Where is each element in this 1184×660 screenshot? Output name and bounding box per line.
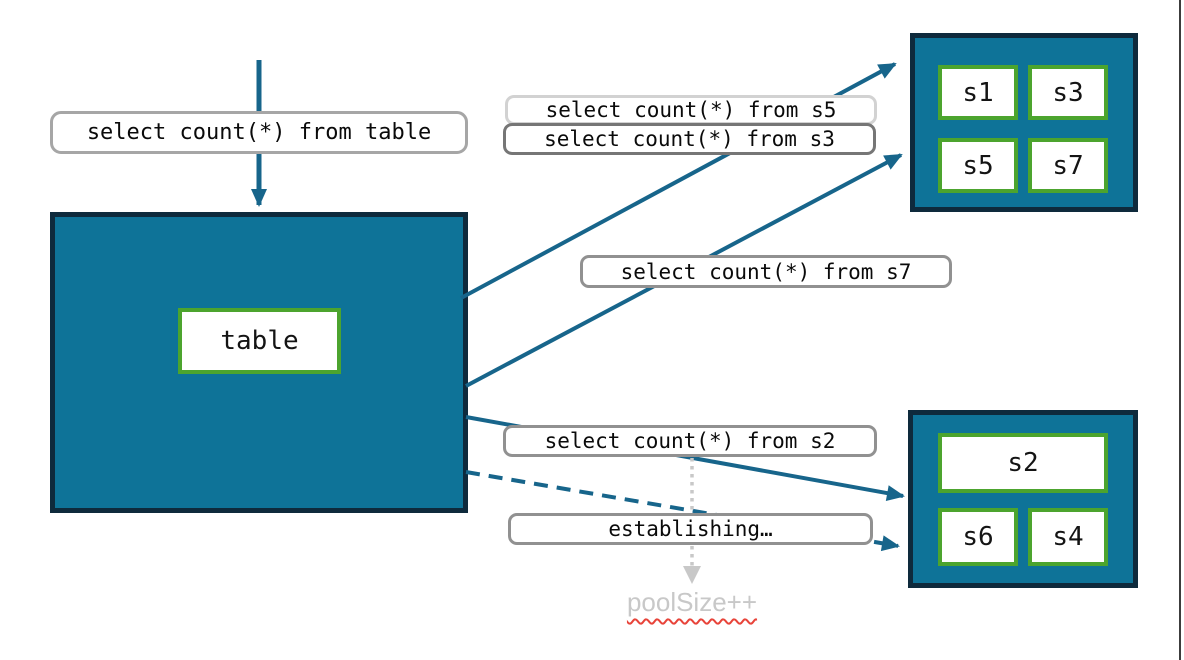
shard-s7: s7 xyxy=(1028,138,1108,193)
query-label-s7-text: select count(*) from s7 xyxy=(620,259,912,284)
table-node-label-box: table xyxy=(178,308,341,374)
poolsize-arrowhead xyxy=(683,566,701,584)
query-label-s2: select count(*) from s2 xyxy=(503,425,877,457)
query-label-table-text: select count(*) from table xyxy=(86,120,432,145)
shard-group-bottom: s2 s6 s4 xyxy=(908,410,1138,588)
query-label-s2-text: select count(*) from s2 xyxy=(544,429,836,453)
query-label-s3: select count(*) from s3 xyxy=(503,123,876,155)
shard-s6-label: s6 xyxy=(962,522,994,552)
shard-group-top: s1 s3 s5 s7 xyxy=(910,33,1138,212)
query-label-s5: select count(*) from s5 xyxy=(505,95,877,125)
shard-s5-label: s5 xyxy=(962,150,994,181)
establishing-label-text: establishing… xyxy=(608,517,773,541)
query-label-s7: select count(*) from s7 xyxy=(580,255,952,288)
shard-s7-label: s7 xyxy=(1052,150,1084,181)
shard-s6: s6 xyxy=(938,508,1018,566)
table-node-label: table xyxy=(220,326,299,356)
shard-s5: s5 xyxy=(938,138,1018,193)
window-edge-line xyxy=(1179,0,1181,660)
shard-s2: s2 xyxy=(938,433,1108,493)
shard-s2-label: s2 xyxy=(1007,448,1039,478)
shard-s4-label: s4 xyxy=(1052,522,1084,552)
shard-s3-label: s3 xyxy=(1052,77,1084,108)
query-label-table: select count(*) from table xyxy=(50,111,468,154)
arrow-table-establishing-dashed xyxy=(465,470,900,552)
shard-s1-label: s1 xyxy=(962,77,994,108)
shard-s3: s3 xyxy=(1028,65,1108,120)
poolsize-note: poolSize++ xyxy=(626,587,758,617)
table-node: table xyxy=(50,212,468,513)
shard-s1: s1 xyxy=(938,65,1018,120)
query-label-s5-text: select count(*) from s5 xyxy=(545,98,837,122)
query-label-s3-text: select count(*) from s3 xyxy=(544,127,835,151)
shard-s4: s4 xyxy=(1028,508,1108,566)
establishing-label: establishing… xyxy=(508,513,873,545)
